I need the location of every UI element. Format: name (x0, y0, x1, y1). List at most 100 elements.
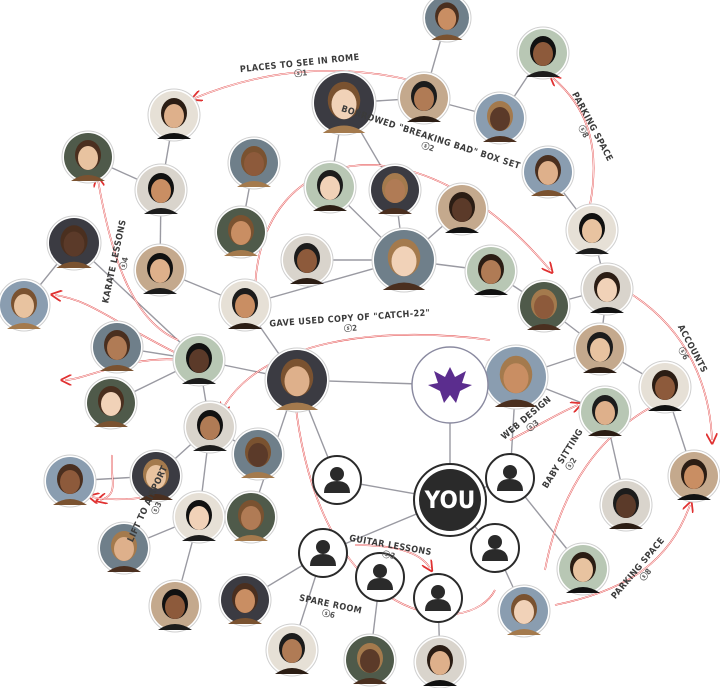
user-icon[interactable] (298, 528, 348, 578)
person-avatar[interactable] (280, 233, 334, 287)
person-avatar[interactable] (84, 376, 138, 430)
user-icon[interactable] (485, 453, 535, 503)
avatar-shoulders (275, 402, 319, 410)
you-node[interactable]: YOU (413, 463, 487, 537)
person-avatar[interactable] (311, 70, 377, 136)
person-avatar[interactable] (464, 244, 518, 298)
avatar-shoulders (182, 535, 216, 541)
avatar-shoulders (483, 136, 517, 142)
avatar-face (385, 179, 405, 203)
person-avatar[interactable] (183, 400, 237, 454)
person-avatar[interactable] (43, 454, 97, 508)
user-icon-body (367, 578, 393, 590)
avatar-face (655, 376, 675, 400)
user-icon-body (310, 554, 336, 566)
avatar-face (241, 506, 261, 530)
person-avatar[interactable] (556, 542, 610, 596)
person-avatar[interactable] (303, 160, 357, 214)
avatar-face (514, 600, 534, 624)
avatar-face (244, 152, 264, 176)
you-disc (419, 469, 481, 531)
user-icon-head (488, 535, 502, 549)
avatar-face (534, 295, 554, 319)
person-avatar[interactable] (667, 449, 720, 503)
avatar-shoulders (575, 248, 609, 254)
person-avatar[interactable] (97, 521, 151, 575)
person-avatar[interactable] (227, 136, 281, 190)
user-icon[interactable] (470, 523, 520, 573)
person-avatar[interactable] (599, 478, 653, 532)
avatar-shoulders (382, 282, 426, 290)
person-avatar[interactable] (343, 633, 397, 687)
avatar-face (684, 465, 704, 489)
person-avatar[interactable] (231, 427, 285, 481)
person-avatar[interactable] (133, 243, 187, 297)
person-avatar[interactable] (90, 320, 144, 374)
avatar-shoulders (526, 71, 560, 77)
person-avatar[interactable] (413, 635, 467, 688)
user-icon[interactable] (355, 552, 405, 602)
avatar-shoulders (378, 208, 412, 214)
person-avatar[interactable] (368, 163, 422, 217)
user-icon[interactable] (312, 455, 362, 505)
favor-arrow-inner (91, 496, 141, 500)
person-avatar[interactable] (516, 26, 570, 80)
avatar-face (165, 595, 185, 619)
person-avatar[interactable] (172, 333, 226, 387)
avatar-face (490, 107, 510, 131)
user-icon[interactable] (413, 573, 463, 623)
person-avatar[interactable] (521, 145, 575, 199)
person-avatar[interactable] (435, 182, 489, 236)
person-avatar[interactable] (129, 449, 183, 503)
person-avatar[interactable] (224, 490, 278, 544)
person-avatar[interactable] (371, 227, 437, 293)
person-avatar[interactable] (172, 490, 226, 544)
avatar-shoulders (241, 472, 275, 478)
avatar-shoulders (7, 323, 41, 329)
person-avatar[interactable] (264, 347, 330, 413)
favor-label: PARKING SPACE (610, 536, 667, 601)
person-avatar[interactable] (573, 322, 627, 376)
avatar-face (14, 294, 34, 318)
person-avatar[interactable] (578, 385, 632, 439)
person-avatar[interactable] (46, 215, 102, 271)
avatar-shoulders (407, 116, 441, 122)
person-avatar[interactable] (0, 278, 51, 332)
person-avatar[interactable] (422, 0, 472, 43)
person-avatar[interactable] (265, 623, 319, 677)
person-avatar[interactable] (214, 205, 268, 259)
person-avatar[interactable] (497, 584, 551, 638)
person-avatar[interactable] (134, 163, 188, 217)
user-icon-head (316, 540, 330, 554)
avatar-face (114, 537, 134, 561)
person-avatar[interactable] (397, 71, 451, 125)
person-avatar[interactable] (580, 262, 634, 316)
person-avatar[interactable] (638, 360, 692, 414)
favor-arrow-inner (194, 70, 411, 99)
person-avatar[interactable] (61, 130, 115, 184)
favor-arrow-inner (627, 291, 713, 441)
person-avatar[interactable] (218, 573, 272, 627)
avatar-face (573, 558, 593, 582)
person-avatar[interactable] (473, 91, 527, 145)
person-avatar[interactable] (517, 279, 571, 333)
avatar-face (320, 176, 340, 200)
avatar-face (481, 260, 501, 284)
person-avatar[interactable] (565, 203, 619, 257)
user-icon-head (373, 564, 387, 578)
avatar-face (63, 231, 85, 257)
avatar-face (437, 7, 457, 30)
person-avatar[interactable] (483, 344, 549, 410)
avatar-shoulders (445, 227, 479, 233)
favor-arrow-inner (552, 77, 595, 206)
person-avatar[interactable] (218, 278, 272, 332)
favor-count: ⓢ1 (294, 67, 308, 78)
avatar-shoulders (648, 405, 682, 411)
avatar-shoulders (56, 261, 92, 268)
avatar-shoulders (193, 445, 227, 451)
person-avatar[interactable] (147, 88, 201, 142)
avatar-face (146, 465, 166, 489)
person-avatar[interactable] (148, 579, 202, 633)
